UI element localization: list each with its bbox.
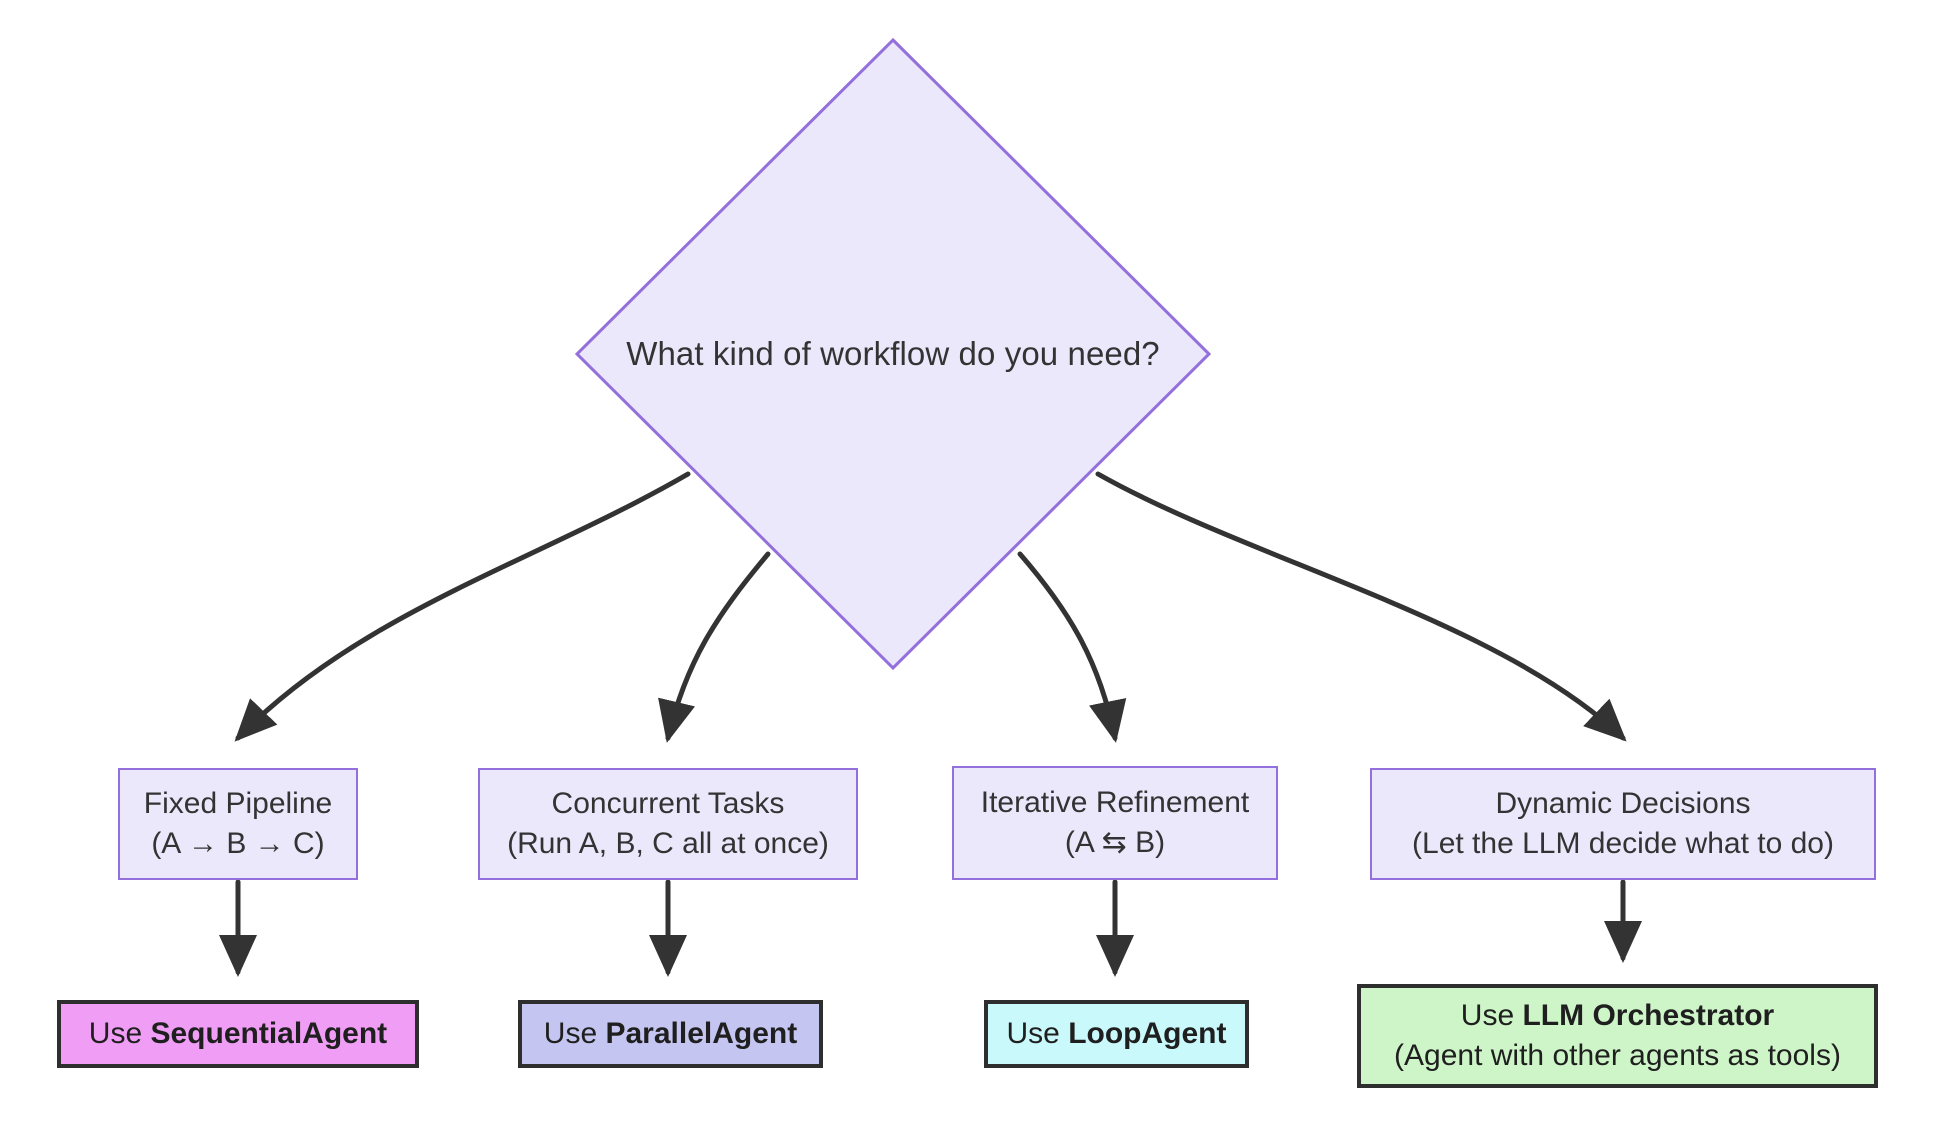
option-line-2: (Let the LLM decide what to do) — [1412, 827, 1834, 860]
result-agent-name: SequentialAgent — [150, 1017, 388, 1051]
result-line-2: (Agent with other agents as tools) — [1394, 1039, 1841, 1072]
option-line-2: (A ⇆ B) — [1064, 826, 1166, 859]
option-line-1: Fixed Pipeline — [143, 787, 333, 821]
edge-decision-to-dynamic-decisions — [1095, 471, 1627, 742]
option-node-iterative-refinement[interactable]: Iterative Refinement (A ⇆ B) — [952, 766, 1278, 880]
result-node-llm-orchestrator[interactable]: Use LLM Orchestrator (Agent with other a… — [1357, 984, 1878, 1088]
option-line-1: Iterative Refinement — [980, 786, 1250, 820]
result-prefix: Use — [1006, 1017, 1069, 1051]
option-line-1: Concurrent Tasks — [551, 787, 785, 821]
result-line-1: Use ParallelAgent — [544, 1014, 797, 1054]
result-line-1: Use LoopAgent — [1007, 1014, 1227, 1054]
option-line-2: (Run A, B, C all at once) — [507, 827, 829, 860]
result-prefix: Use — [543, 1017, 606, 1051]
result-node-sequential-agent[interactable]: Use SequentialAgent — [57, 1000, 419, 1068]
result-agent-name: LoopAgent — [1068, 1017, 1227, 1051]
result-prefix: Use — [88, 1017, 151, 1051]
diamond-shape — [575, 38, 1211, 670]
edge-decision-to-concurrent-tasks — [658, 551, 771, 743]
option-node-dynamic-decisions[interactable]: Dynamic Decisions (Let the LLM decide wh… — [1370, 768, 1876, 880]
option-node-concurrent-tasks[interactable]: Concurrent Tasks (Run A, B, C all at onc… — [478, 768, 858, 880]
result-agent-name: LLM Orchestrator — [1522, 999, 1775, 1033]
result-node-parallel-agent[interactable]: Use ParallelAgent — [518, 1000, 823, 1068]
result-line-1: Use SequentialAgent — [89, 1014, 387, 1054]
result-prefix: Use — [1460, 999, 1523, 1033]
option-line-1: Dynamic Decisions — [1495, 787, 1751, 821]
decision-label: What kind of workflow do you need? — [626, 335, 1160, 372]
edge-decision-to-fixed-pipeline — [234, 471, 691, 742]
result-line-1: Use LLM Orchestrator — [1461, 996, 1774, 1036]
edge-decision-to-iterative-refinement — [1017, 551, 1127, 743]
option-line-2: (A → B → C) — [151, 827, 325, 860]
result-node-loop-agent[interactable]: Use LoopAgent — [984, 1000, 1249, 1068]
result-agent-name: ParallelAgent — [605, 1017, 798, 1051]
option-node-fixed-pipeline[interactable]: Fixed Pipeline (A → B → C) — [118, 768, 358, 880]
decision-node-workflow-question[interactable]: What kind of workflow do you need? — [575, 38, 1211, 670]
